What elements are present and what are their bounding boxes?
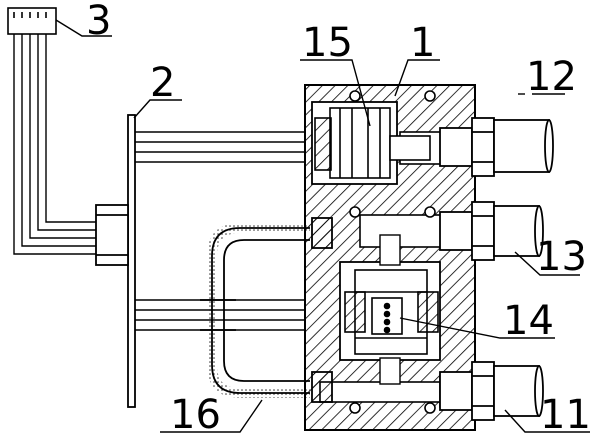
- label-3: 3: [86, 0, 111, 44]
- screws: [349, 90, 436, 414]
- label-12: 12: [526, 54, 577, 100]
- wire-bundle: [13, 34, 98, 255]
- fitting-12: [439, 117, 554, 177]
- circuit-board-2: [95, 114, 136, 408]
- label-2: 2: [150, 60, 175, 106]
- pipe-16: [200, 217, 333, 403]
- board-leads: [135, 131, 305, 331]
- solenoid-15: [314, 107, 431, 179]
- label-16: 16: [170, 392, 221, 438]
- sensor-14: [344, 269, 439, 355]
- connector-3: [7, 7, 57, 35]
- label-15: 15: [302, 20, 353, 66]
- label-11: 11: [540, 392, 591, 438]
- leader-lines: [55, 19, 590, 433]
- label-13: 13: [536, 234, 587, 280]
- fitting-13: [439, 201, 544, 261]
- fitting-11: [439, 361, 544, 421]
- label-14: 14: [503, 298, 554, 344]
- label-1: 1: [410, 20, 435, 66]
